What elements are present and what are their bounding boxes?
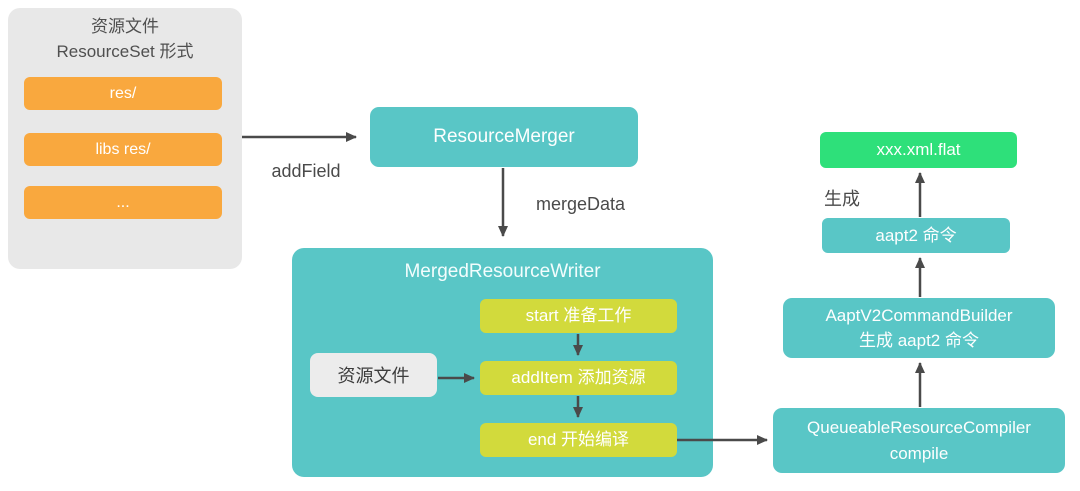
resource-item-ellipsis: ...: [24, 186, 222, 219]
edge-label-mergedata: mergeData: [536, 194, 626, 214]
step-add-item: addItem 添加资源: [480, 361, 677, 395]
panel-title-line2: ResourceSet 形式: [56, 42, 194, 61]
node-aapt-v2-command-builder: AaptV2CommandBuilder 生成 aapt2 命令: [783, 298, 1055, 358]
edge-label-addfield: addField: [271, 161, 341, 181]
queueable-line2: compile: [889, 443, 949, 463]
node-resource-file: 资源文件: [310, 353, 437, 397]
resource-item-libs-res: libs res/: [24, 133, 222, 166]
aapt-builder-line2: 生成 aapt2 命令: [859, 331, 979, 350]
step-start: start 准备工作: [480, 299, 677, 333]
aapt-builder-line1: AaptV2CommandBuilder: [825, 306, 1013, 325]
resource-set-panel-title: 资源文件 ResourceSet 形式: [8, 14, 242, 64]
merged-resource-writer-title: MergedResourceWriter: [404, 261, 601, 282]
node-xxx-xml-flat: xxx.xml.flat: [820, 132, 1017, 168]
queueable-line1: QueueableResourceCompiler: [807, 417, 1031, 437]
resource-item-res: res/: [24, 77, 222, 110]
panel-title-line1: 资源文件: [91, 17, 159, 36]
node-aapt2-command: aapt2 命令: [822, 218, 1010, 253]
node-resource-merger: ResourceMerger: [370, 107, 638, 167]
step-end: end 开始编译: [480, 423, 677, 457]
edge-label-generate: 生成: [824, 189, 860, 209]
node-queueable-resource-compiler: QueueableResourceCompiler compile: [773, 408, 1065, 473]
